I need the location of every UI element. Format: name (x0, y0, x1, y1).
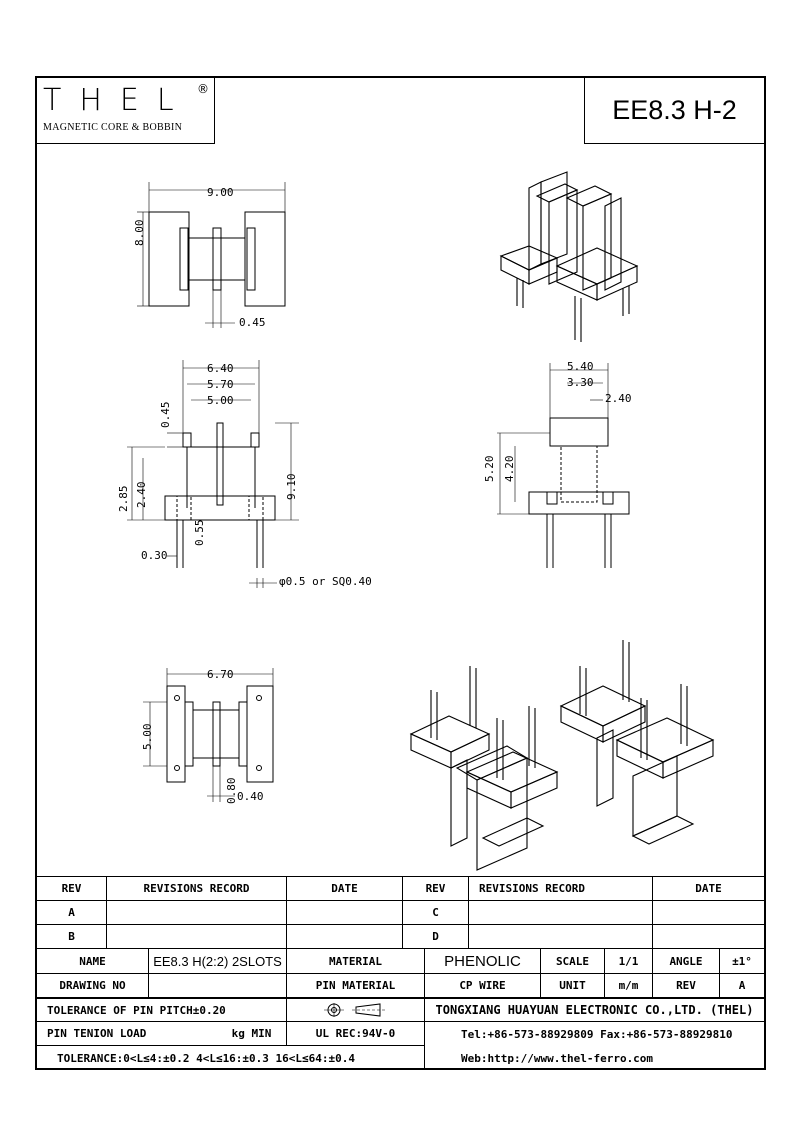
name-value: EE8.3 H(2:2) 2SLOTS (149, 949, 287, 974)
title-block: REV REVISIONS RECORD DATE REV REVISIONS … (37, 876, 764, 1070)
rev-d: D (403, 925, 469, 949)
material-value: PHENOLIC (425, 949, 541, 974)
dim-top-height: 8.00 (133, 219, 146, 247)
dim-front-h2: 2.40 (135, 481, 148, 509)
logo-subtitle: MAGNETIC CORE & BOBBIN (43, 122, 183, 133)
unit-value: m/m (605, 974, 653, 998)
dim-bottom-pin-width: 0.40 (237, 790, 264, 803)
drawing-sheet: THEL ® MAGNETIC CORE & BOBBIN EE8.3 H-2 (35, 76, 766, 1070)
isometric-view-bottom-right (559, 640, 715, 845)
dim-front-h1: 2.85 (117, 485, 130, 513)
dim-front-pin-width: 0.30 (141, 549, 168, 562)
cp-wire: CP WIRE (425, 974, 541, 998)
top-view (137, 182, 286, 328)
dim-front-w1: 6.40 (207, 362, 234, 375)
drawing-no-label: DRAWING NO (37, 974, 149, 998)
dim-side-h1: 5.20 (483, 455, 496, 483)
scale-value: 1/1 (605, 949, 653, 974)
company-tel: Tel:+86-573-88929809 Fax:+86-573-8892981… (461, 1027, 733, 1041)
title-box: EE8.3 H-2 (584, 78, 764, 144)
third-angle-projection-icon (323, 1003, 386, 1017)
dim-pin-spec: φ0.5 or SQ0.40 (279, 575, 372, 588)
date-header-left: DATE (287, 876, 403, 901)
dim-bottom-width: 6.70 (207, 668, 234, 681)
dim-front-pin: 0.55 (193, 519, 206, 547)
name-label: NAME (37, 949, 149, 974)
rev-label: REV (653, 974, 720, 998)
logo-wordmark: THEL (43, 83, 192, 118)
rev-b-date (287, 925, 403, 949)
pin-material-label: PIN MATERIAL (287, 974, 425, 998)
revisions-header-left: REVISIONS RECORD (107, 876, 287, 901)
angle-label: ANGLE (653, 949, 720, 974)
ul-rec: UL REC:94V-0 (287, 1022, 425, 1046)
rev-c-record (469, 901, 653, 925)
tolerance-table: TOLERANCE:0<L≤4:±0.2 4<L≤16:±0.3 16<L≤64… (37, 1046, 425, 1070)
dim-front-t: 0.45 (159, 401, 172, 429)
rev-c-date (653, 901, 764, 925)
technical-drawing (127, 171, 715, 871)
dim-side-w3: 2.40 (605, 392, 632, 405)
date-header-right: DATE (653, 876, 764, 901)
rev-value: A (720, 974, 764, 998)
front-view (127, 360, 299, 588)
bottom-view (143, 668, 274, 802)
part-title: EE8.3 H-2 (612, 95, 737, 125)
isometric-view-top (499, 171, 639, 342)
dim-top-width: 9.00 (207, 186, 234, 199)
dim-front-h3: 9.10 (285, 473, 298, 501)
drawing-no-value (149, 974, 287, 998)
projection-symbol (287, 998, 425, 1022)
rev-b: B (37, 925, 107, 949)
pin-tension-label: PIN TENION LOAD (37, 1022, 217, 1046)
rev-b-record (107, 925, 287, 949)
dim-side-w2: 3.30 (567, 376, 594, 389)
kg-min: kg MIN (217, 1022, 287, 1046)
dim-front-w2: 5.70 (207, 378, 234, 391)
company-web: Web:http://www.thel-ferro.com (461, 1051, 654, 1065)
company-name: TONGXIANG HUAYUAN ELECTRONIC CO.,LTD. (T… (425, 998, 764, 1022)
rev-header-left: REV (37, 876, 107, 901)
rev-header-right: REV (403, 876, 469, 901)
tolerance-pitch: TOLERANCE OF PIN PITCH±0.20 (37, 998, 287, 1022)
registered-mark: ® (197, 82, 209, 96)
dim-top-gap: 0.45 (239, 316, 266, 329)
side-view (497, 363, 630, 568)
revisions-header-right: REVISIONS RECORD (469, 876, 653, 901)
rev-a: A (37, 901, 107, 925)
rev-c: C (403, 901, 469, 925)
logo-box: THEL ® MAGNETIC CORE & BOBBIN (37, 78, 215, 144)
rev-a-record (107, 901, 287, 925)
rev-a-date (287, 901, 403, 925)
material-label: MATERIAL (287, 949, 425, 974)
angle-value: ±1° (720, 949, 764, 974)
unit-label: UNIT (541, 974, 605, 998)
rev-d-record (469, 925, 653, 949)
scale-label: SCALE (541, 949, 605, 974)
dim-front-w3: 5.00 (207, 394, 234, 407)
dim-side-h2: 4.20 (503, 455, 516, 483)
dim-bottom-height: 5.00 (141, 723, 154, 751)
rev-d-date (653, 925, 764, 949)
dim-side-w1: 5.40 (567, 360, 594, 373)
isometric-view-bottom-left (409, 666, 559, 871)
